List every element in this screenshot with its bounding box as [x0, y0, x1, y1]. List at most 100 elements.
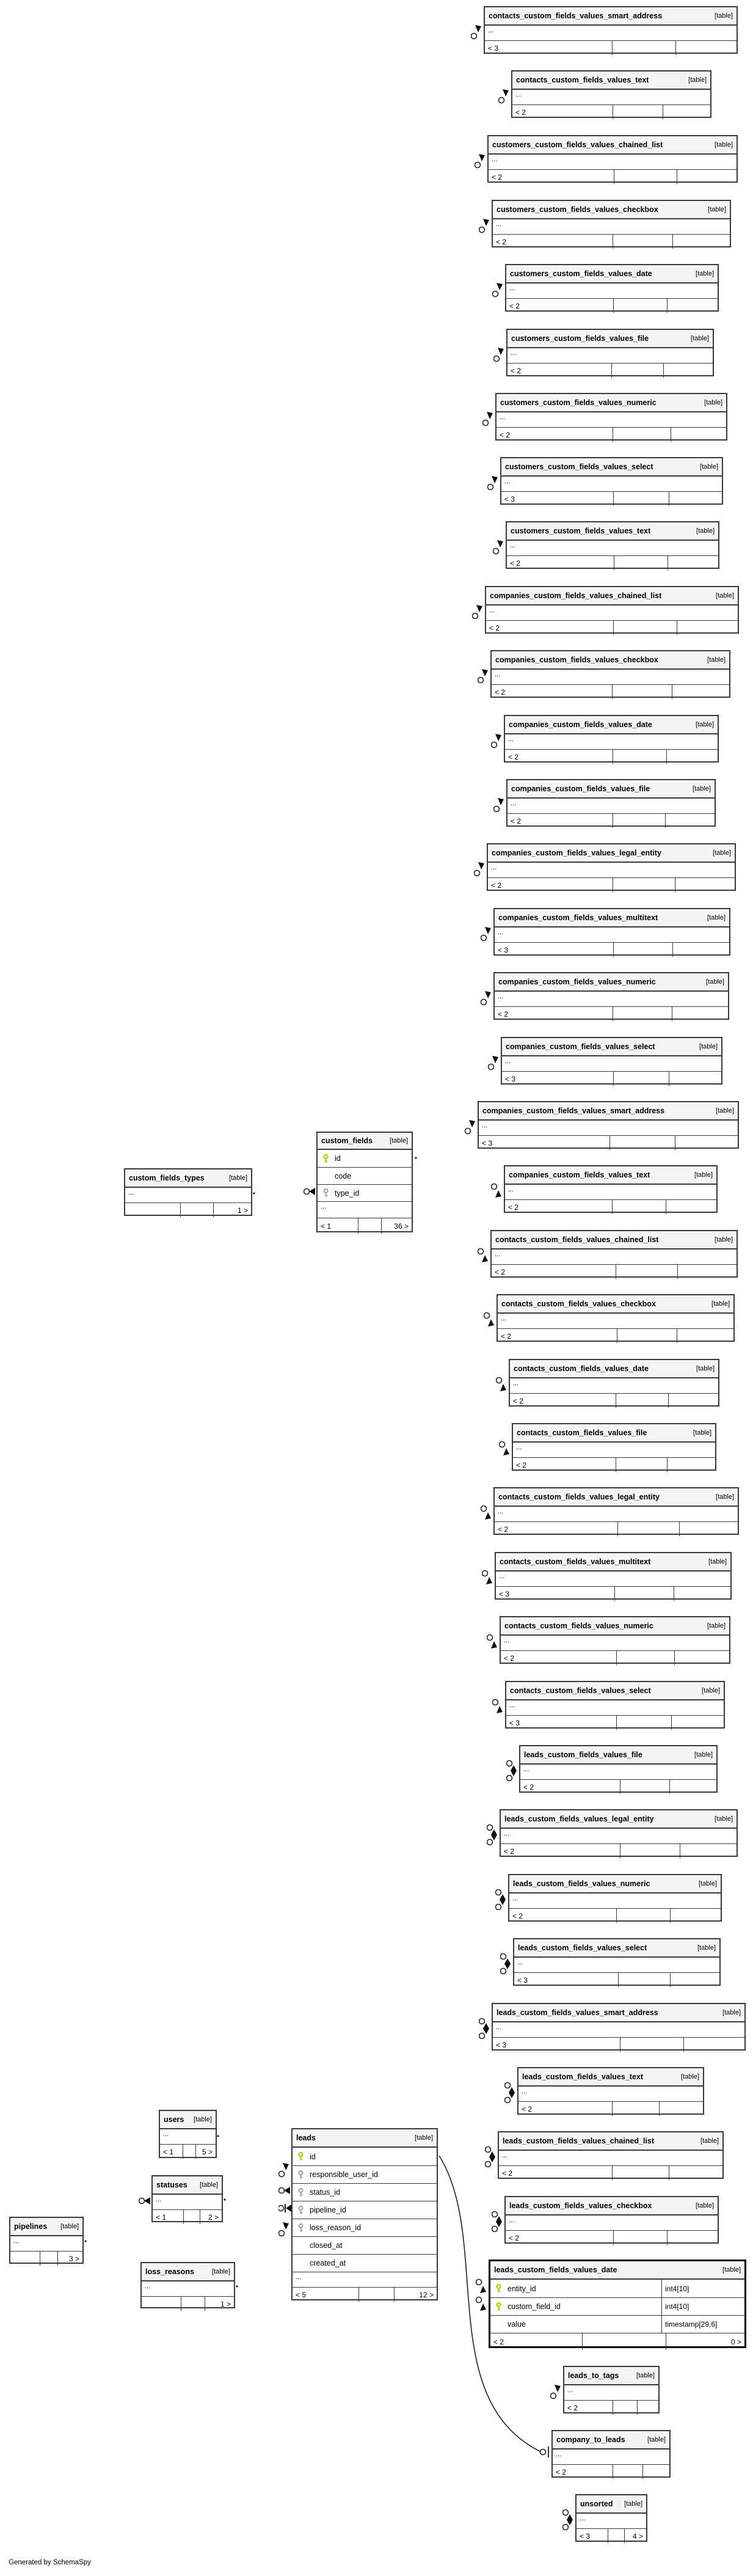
table-leads_custom_fields_values_text[interactable]: leads_custom_fields_values_text[table]..…: [517, 2067, 704, 2116]
spacer-cell: [613, 2465, 642, 2479]
foreign-key-icon: [297, 2170, 305, 2179]
columns-ellipsis: ...: [504, 478, 511, 485]
table-header: custom_fields_types[table]: [125, 1169, 251, 1188]
table-companies_custom_fields_values_checkbox[interactable]: companies_custom_fields_values_checkbox[…: [490, 650, 730, 699]
table-companies_custom_fields_values_smart_address[interactable]: companies_custom_fields_values_smart_add…: [478, 1101, 739, 1150]
table-companies_custom_fields_values_text[interactable]: companies_custom_fields_values_text[tabl…: [504, 1165, 718, 1214]
table-contacts_custom_fields_values_file[interactable]: contacts_custom_fields_values_file[table…: [512, 1423, 716, 1472]
relation-count-footer: < 3: [506, 1715, 724, 1730]
table-header: pipelines[table]: [10, 2218, 82, 2236]
parents-count: < 5: [296, 2290, 307, 2299]
table-type-tag: [table]: [681, 2073, 699, 2080]
table-name: leads: [296, 2134, 316, 2142]
table-companies_custom_fields_values_numeric[interactable]: companies_custom_fields_values_numeric[t…: [493, 972, 729, 1021]
column-row: closed_at: [293, 2236, 437, 2254]
relationship-anchor-icon: [481, 927, 491, 942]
spacer-cell: [618, 1973, 670, 1987]
relation-count-footer: < 2: [492, 1264, 737, 1279]
spacer-cell: [613, 492, 669, 506]
table-customers_custom_fields_values_select[interactable]: customers_custom_fields_values_select[ta…: [500, 457, 723, 506]
table-leads_custom_fields_values_checkbox[interactable]: leads_custom_fields_values_checkbox[tabl…: [504, 2196, 719, 2245]
table-custom_fields_types[interactable]: custom_fields_types[table]...1 >: [124, 1168, 252, 1217]
children-count: [659, 2102, 703, 2116]
table-leads_custom_fields_values_chained_list[interactable]: leads_custom_fields_values_chained_list[…: [498, 2131, 724, 2180]
table-leads_custom_fields_values_smart_address[interactable]: leads_custom_fields_values_smart_address…: [492, 2003, 746, 2052]
columns-ellipsis: ...: [13, 2238, 20, 2245]
spacer-cell: [620, 2038, 683, 2052]
primary-key-icon: [297, 2152, 305, 2161]
table-customers_custom_fields_values_numeric[interactable]: customers_custom_fields_values_numeric[t…: [495, 393, 727, 442]
table-customers_custom_fields_values_date[interactable]: customers_custom_fields_values_date[tabl…: [505, 264, 719, 313]
table-companies_custom_fields_values_chained_list[interactable]: companies_custom_fields_values_chained_l…: [485, 586, 739, 635]
table-type-tag: [table]: [711, 1300, 730, 1308]
columns-ellipsis: ...: [511, 349, 517, 357]
children-count: 0 >: [666, 2333, 744, 2350]
table-customers_custom_fields_values_checkbox[interactable]: customers_custom_fields_values_checkbox[…: [492, 200, 731, 249]
columns-ellipsis: ...: [580, 2515, 586, 2522]
table-company_to_leads[interactable]: company_to_leads[table]...< 2: [551, 2430, 671, 2479]
relation-count-footer: < 2: [501, 1843, 737, 1858]
spacer-cell: [613, 428, 671, 442]
table-customers_custom_fields_values_chained_list[interactable]: customers_custom_fields_values_chained_l…: [487, 135, 738, 184]
children-count: [668, 1394, 718, 1408]
table-loss_reasons[interactable]: loss_reasons[table]...1 >: [140, 2262, 235, 2311]
relation-count-footer: < 2: [495, 1521, 738, 1536]
parents-count: < 2: [511, 816, 522, 825]
table-header: contacts_custom_fields_values_chained_li…: [492, 1231, 737, 1250]
table-contacts_custom_fields_values_chained_list[interactable]: contacts_custom_fields_values_chained_li…: [490, 1230, 738, 1279]
table-contacts_custom_fields_values_select[interactable]: contacts_custom_fields_values_select[tab…: [505, 1681, 725, 1730]
table-contacts_custom_fields_values_checkbox[interactable]: contacts_custom_fields_values_checkbox[t…: [497, 1294, 735, 1343]
columns-ellipsis: ...: [510, 542, 516, 549]
relationship-anchor-icon: [491, 1183, 501, 1198]
table-header: companies_custom_fields_values_file[tabl…: [507, 780, 715, 799]
spacer-cell: [613, 621, 677, 635]
table-header: companies_custom_fields_values_checkbox[…: [492, 651, 729, 670]
table-companies_custom_fields_values_date[interactable]: companies_custom_fields_values_date[tabl…: [504, 715, 719, 764]
relationship-anchor-icon: [484, 1312, 494, 1326]
table-leads_custom_fields_values_legal_entity[interactable]: leads_custom_fields_values_legal_entity[…: [500, 1809, 738, 1858]
table-type-tag: [table]: [716, 592, 734, 599]
table-contacts_custom_fields_values_numeric[interactable]: contacts_custom_fields_values_numeric[ta…: [500, 1616, 730, 1665]
relationship-anchor-icon: [491, 734, 501, 748]
parents-count: < 3: [504, 494, 515, 503]
table-name: company_to_leads: [556, 2435, 625, 2444]
table-contacts_custom_fields_values_legal_entity[interactable]: contacts_custom_fields_values_legal_enti…: [493, 1487, 739, 1536]
relation-count-footer: < 2: [486, 620, 738, 635]
relationship-anchor-icon: [492, 2211, 502, 2232]
table-companies_custom_fields_values_select[interactable]: companies_custom_fields_values_select[ta…: [501, 1037, 722, 1086]
table-type-tag: [table]: [700, 2137, 719, 2145]
table-companies_custom_fields_values_file[interactable]: companies_custom_fields_values_file[tabl…: [506, 779, 716, 828]
table-leads_custom_fields_values_numeric[interactable]: leads_custom_fields_values_numeric[table…: [508, 1874, 722, 1923]
table-leads_custom_fields_values_date[interactable]: leads_custom_fields_values_date[table]en…: [489, 2259, 746, 2350]
table-header: leads_custom_fields_values_legal_entity[…: [501, 1810, 737, 1829]
table-companies_custom_fields_values_legal_entity[interactable]: companies_custom_fields_values_legal_ent…: [487, 843, 736, 892]
table-leads_to_tags[interactable]: leads_to_tags[table]...< 2: [563, 2366, 660, 2415]
table-name: companies_custom_fields_values_checkbox: [495, 656, 658, 664]
table-header: loss_reasons[table]: [142, 2263, 234, 2281]
column-row: status_id: [293, 2183, 437, 2201]
children-count: [683, 2038, 744, 2052]
table-contacts_custom_fields_values_date[interactable]: contacts_custom_fields_values_date[table…: [509, 1359, 719, 1408]
table-companies_custom_fields_values_multitext[interactable]: companies_custom_fields_values_multitext…: [493, 908, 730, 957]
table-leads_custom_fields_values_file[interactable]: leads_custom_fields_values_file[table]..…: [519, 1745, 718, 1794]
table-pipelines[interactable]: pipelines[table]...3 >: [9, 2217, 84, 2266]
table-customers_custom_fields_values_file[interactable]: customers_custom_fields_values_file[tabl…: [506, 329, 714, 378]
relation-count-footer: < 2: [507, 813, 715, 828]
spacer-cell: [613, 105, 663, 119]
column-name: pipeline_id: [310, 2206, 346, 2214]
primary-key-icon: [322, 1154, 330, 1163]
table-customers_custom_fields_values_text[interactable]: customers_custom_fields_values_text[tabl…: [506, 521, 719, 570]
columns-ellipsis: ...: [511, 800, 517, 807]
parents-count: < 2: [496, 237, 507, 246]
table-leads_custom_fields_values_select[interactable]: leads_custom_fields_values_select[table]…: [513, 1938, 721, 1987]
table-header: contacts_custom_fields_values_checkbox[t…: [498, 1295, 733, 1314]
table-contacts_custom_fields_values_multitext[interactable]: contacts_custom_fields_values_multitext[…: [495, 1552, 732, 1601]
table-contacts_custom_fields_values_text[interactable]: contacts_custom_fields_values_text[table…: [511, 70, 711, 119]
children-count: [669, 492, 722, 506]
table-contacts_custom_fields_values_smart_address[interactable]: contacts_custom_fields_values_smart_addr…: [484, 6, 738, 55]
